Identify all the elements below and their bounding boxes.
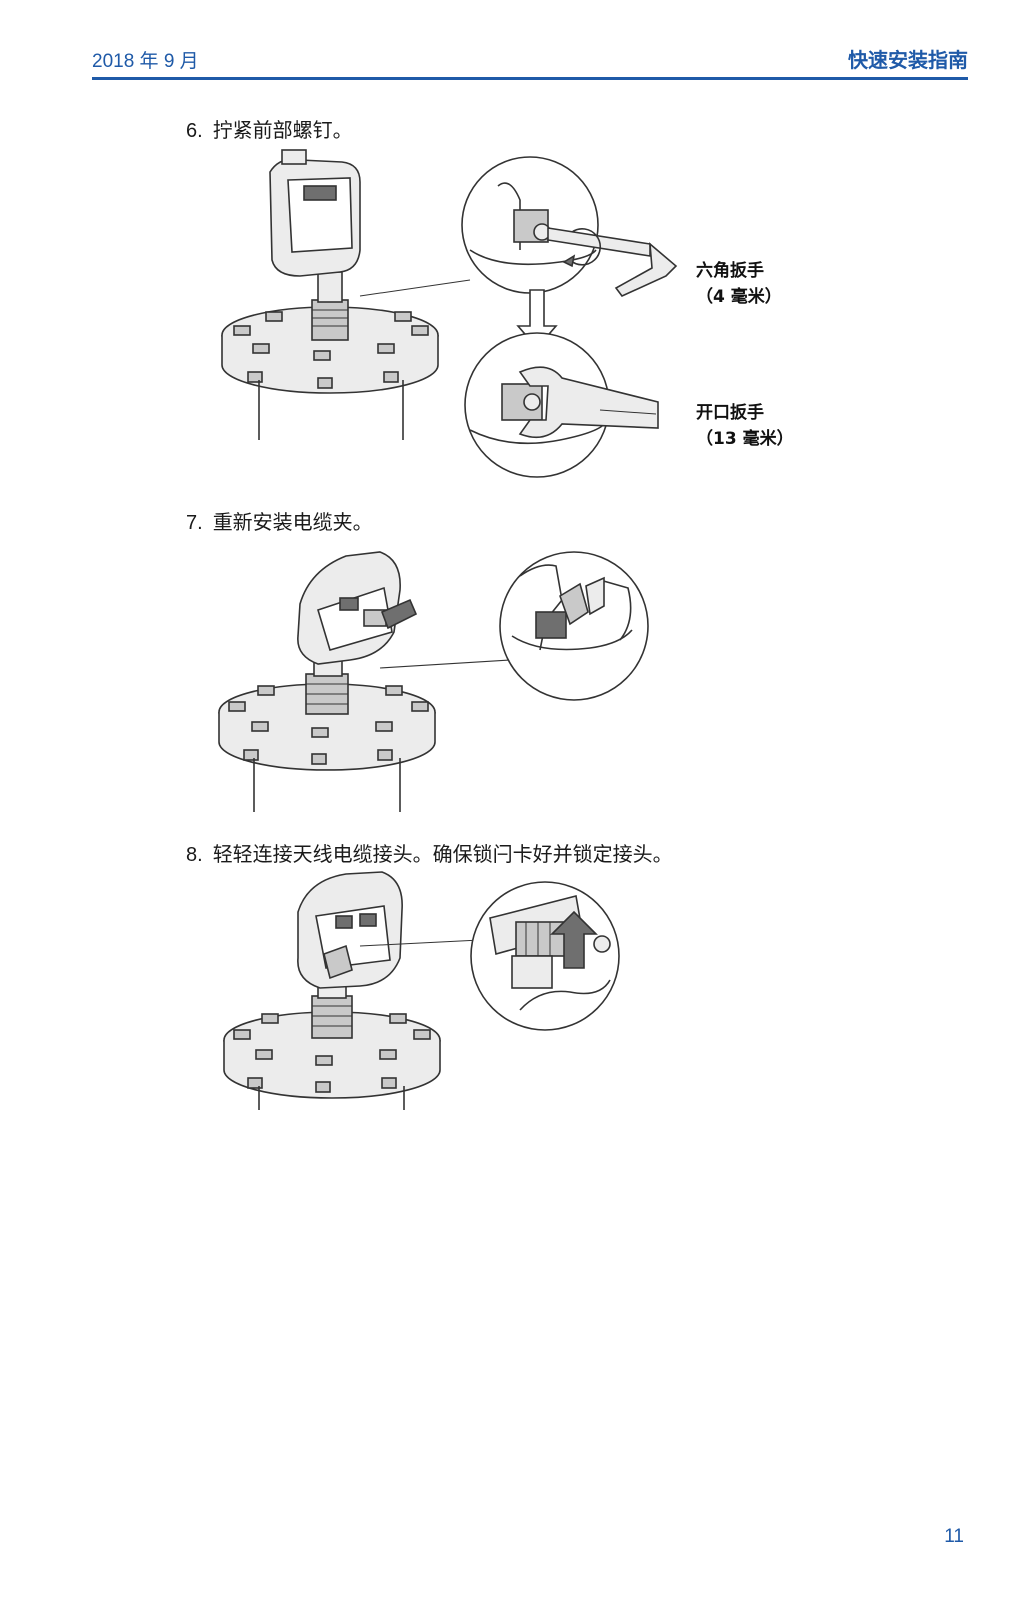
step-number: 8.	[186, 844, 203, 866]
figure-8-connector-detail	[470, 881, 620, 1031]
figure-7-transmitter	[218, 551, 511, 812]
hex-wrench-label: 六角扳手	[696, 261, 764, 281]
figure-7-cable-clamp-detail	[499, 551, 649, 701]
step-number: 7.	[186, 512, 203, 534]
hex-wrench-callout: 六角扳手 （4 毫米）	[696, 258, 782, 310]
page-number: 11	[944, 1526, 964, 1547]
step-text: 拧紧前部螺钉。	[212, 118, 353, 142]
hex-wrench-size: （4 毫米）	[696, 287, 782, 307]
header-date: 2018 年 9 月	[92, 51, 199, 72]
figure-6-open-wrench-detail	[464, 332, 659, 478]
step-text: 重新安装电缆夹。	[212, 510, 373, 534]
header-title: 快速安装指南	[848, 48, 968, 72]
header-rule	[92, 77, 968, 80]
step-8: 8. 轻轻连接天线电缆接头。确保锁闩卡好并锁定接头。	[186, 838, 673, 867]
step-text: 轻轻连接天线电缆接头。确保锁闩卡好并锁定接头。	[212, 842, 673, 866]
open-wrench-size: （13 毫米）	[696, 429, 794, 449]
figure-8-transmitter	[223, 871, 481, 1110]
figure-6-transmitter	[221, 149, 471, 440]
step-7: 7. 重新安装电缆夹。	[186, 506, 373, 535]
figure-6-hex-wrench-detail	[461, 156, 678, 297]
step-6: 6. 拧紧前部螺钉。	[186, 114, 353, 143]
step-number: 6.	[186, 120, 203, 142]
open-wrench-callout: 开口扳手 （13 毫米）	[696, 400, 794, 452]
open-wrench-label: 开口扳手	[696, 403, 764, 423]
